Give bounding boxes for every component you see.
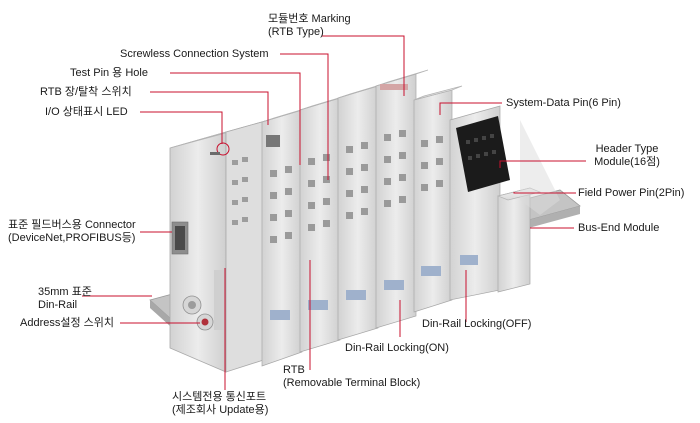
label-address-switch: Address설정 스위치 [20,317,115,329]
label-header-module: Header Type Module(16점) [594,143,660,168]
label-rtb: RTB (Removable Terminal Block) [283,364,421,389]
head-station [169,117,277,373]
label-field-power-pin: Field Power Pin(2Pin) [578,187,685,199]
slice-3 [337,81,391,341]
leader-lines [82,35,586,390]
label-bus-end: Bus-End Module [578,222,660,234]
bus-end-module [496,120,560,293]
label-fieldbus-connector: 표준 필드버스용 Connector (DeviceNet,PROFIBUS등) [8,219,136,244]
slice-4 [375,69,429,329]
label-system-data-pin: System-Data Pin(6 Pin) [506,97,621,109]
header-type-module [449,105,510,301]
label-io-led: I/O 상태표시 LED [45,106,128,118]
label-screwless: Screwless Connection System [120,48,269,60]
slice-5 [413,85,463,313]
label-rtb-switch: RTB 장/탈착 스위치 [40,86,132,98]
label-module-marking: 모듈번호 Marking (RTB Type) [268,13,351,38]
label-system-port: 시스템전용 통신포트 (제조회사 Update용) [172,391,269,416]
io-slice-modules [261,69,560,367]
label-din-lock-off: Din-Rail Locking(OFF) [422,318,532,330]
label-din-lock-on: Din-Rail Locking(ON) [345,342,449,354]
label-test-pin: Test Pin 용 Hole [70,67,148,79]
label-din-rail: 35mm 표준 Din-Rail [38,286,92,311]
